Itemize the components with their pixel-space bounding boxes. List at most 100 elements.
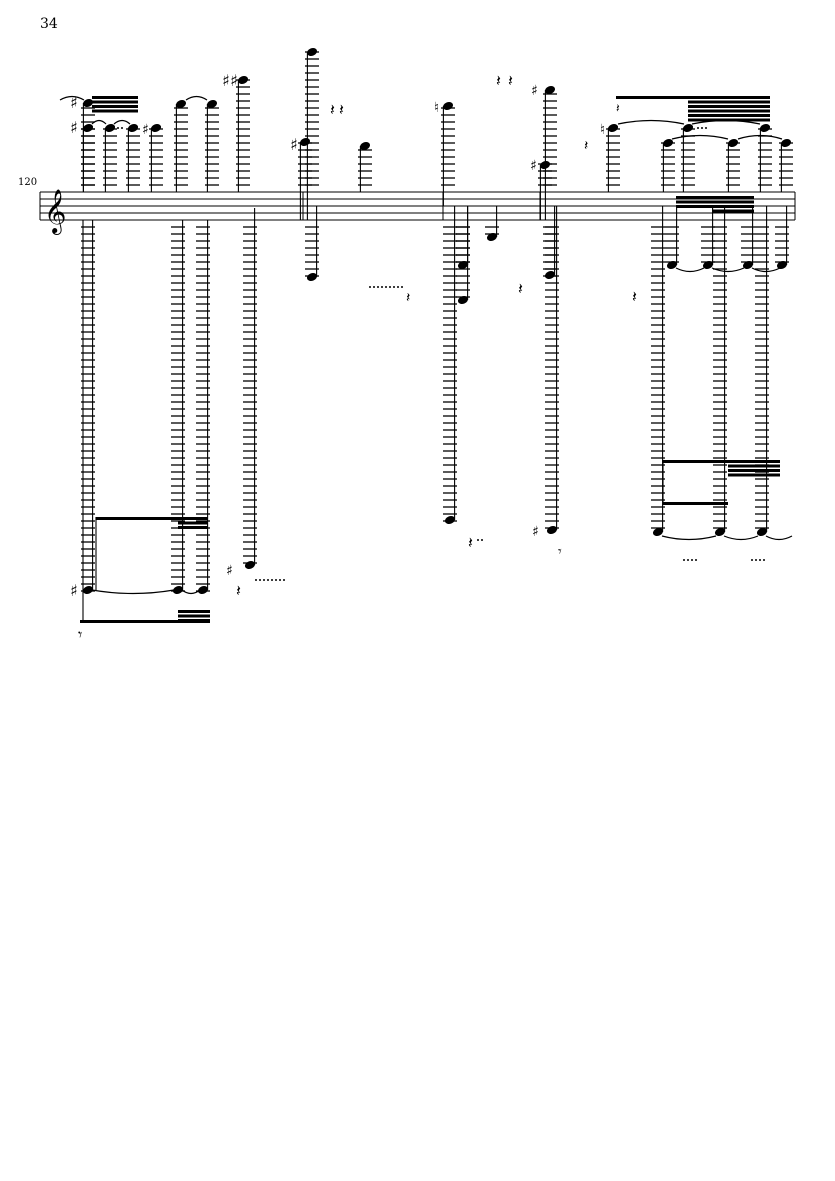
quarter-rest-icon: 𝄽 bbox=[468, 533, 473, 552]
tuplet-dot bbox=[385, 286, 387, 288]
sharp-icon: ♯ bbox=[230, 71, 238, 90]
sharp-icon: ♯ bbox=[70, 93, 78, 112]
tuplet-dot bbox=[267, 579, 269, 581]
tuplet-dot bbox=[697, 127, 699, 129]
notehead bbox=[682, 123, 694, 133]
beam bbox=[688, 105, 770, 108]
sharp-icon: ♯ bbox=[222, 71, 230, 90]
tuplet-dot bbox=[751, 559, 753, 561]
sharp-icon: ♯ bbox=[70, 581, 78, 600]
tie bbox=[91, 119, 107, 125]
notehead bbox=[82, 98, 94, 108]
beam bbox=[712, 200, 754, 204]
notehead bbox=[742, 260, 754, 270]
notehead bbox=[546, 525, 558, 535]
tie bbox=[617, 119, 685, 125]
notehead bbox=[104, 123, 116, 133]
sharp-icon: ♯ bbox=[290, 135, 298, 154]
tuplet-dot bbox=[389, 286, 391, 288]
tie bbox=[765, 535, 793, 541]
tuplet-dot bbox=[705, 127, 707, 129]
tuplet-dot bbox=[373, 286, 375, 288]
tuplet-dot bbox=[695, 559, 697, 561]
tie bbox=[181, 589, 201, 595]
sharp-icon: ♯ bbox=[532, 524, 539, 540]
sharp-icon: ♯ bbox=[226, 563, 233, 579]
beam bbox=[92, 105, 138, 108]
notehead bbox=[756, 527, 768, 537]
notehead bbox=[727, 138, 739, 148]
beam bbox=[92, 109, 138, 113]
beam bbox=[728, 469, 780, 472]
quarter-rest-icon: 𝄽 bbox=[339, 100, 344, 119]
eighth-rest-icon: 𝄾 bbox=[78, 625, 82, 644]
tuplet-dot bbox=[263, 579, 265, 581]
notehead bbox=[714, 527, 726, 537]
tuplet-dot bbox=[283, 579, 285, 581]
tuplet-dot bbox=[255, 579, 257, 581]
beam bbox=[728, 464, 780, 468]
beam bbox=[712, 205, 754, 208]
notehead bbox=[244, 560, 256, 570]
notehead bbox=[759, 123, 771, 133]
tuplet-dot bbox=[393, 286, 395, 288]
notehead bbox=[206, 99, 218, 109]
beam bbox=[178, 521, 208, 525]
noteheads bbox=[82, 47, 792, 595]
notehead bbox=[457, 295, 469, 305]
tie bbox=[671, 134, 729, 140]
tuplet-dot bbox=[271, 579, 273, 581]
beam bbox=[178, 517, 208, 520]
tuplet-dot bbox=[691, 559, 693, 561]
notehead bbox=[486, 232, 498, 242]
tuplet-dot bbox=[377, 286, 379, 288]
tie bbox=[691, 119, 761, 125]
notehead bbox=[666, 260, 678, 270]
notehead bbox=[306, 272, 318, 282]
tuplet-dot bbox=[763, 559, 765, 561]
beam bbox=[178, 610, 210, 613]
beam bbox=[178, 526, 208, 529]
notehead bbox=[444, 515, 456, 525]
ledger-lines bbox=[81, 51, 793, 592]
quarter-rest-icon: 𝄽 bbox=[518, 279, 523, 298]
beam bbox=[728, 473, 780, 477]
quarter-rest-icon: 𝄽 bbox=[584, 138, 588, 154]
beam bbox=[712, 209, 754, 213]
beam bbox=[728, 460, 780, 463]
notehead bbox=[82, 123, 94, 133]
beam bbox=[688, 96, 770, 99]
quarter-rest-icon: 𝄽 bbox=[508, 71, 513, 90]
accidentals-and-rests: ♯♯♯♯♯♯𝄾♯𝄽♯𝄽𝄽𝄽♮𝄽♯♯♯𝄽𝄽𝄽𝄾♮𝄽𝄽𝄽 bbox=[70, 71, 765, 644]
notehead bbox=[662, 138, 674, 148]
tuplet-dot bbox=[279, 579, 281, 581]
notehead bbox=[359, 141, 371, 151]
beam bbox=[688, 100, 770, 104]
beam bbox=[178, 619, 210, 622]
tuplet-dot bbox=[701, 127, 703, 129]
notehead bbox=[544, 270, 556, 280]
notehead bbox=[82, 585, 94, 595]
beam bbox=[92, 100, 138, 104]
notehead bbox=[780, 138, 792, 148]
sharp-icon: ♯ bbox=[530, 158, 537, 174]
notehead bbox=[172, 585, 184, 595]
tuplet-dot bbox=[481, 539, 483, 541]
tie bbox=[723, 535, 759, 541]
sharp-icon: ♯ bbox=[70, 118, 78, 137]
beam bbox=[80, 620, 210, 623]
tie bbox=[661, 535, 717, 541]
beam bbox=[96, 517, 178, 520]
notehead bbox=[175, 99, 187, 109]
beam bbox=[663, 502, 728, 505]
notehead bbox=[150, 123, 162, 133]
ties bbox=[59, 95, 793, 595]
beam bbox=[688, 109, 770, 113]
notehead bbox=[127, 123, 139, 133]
tuplet-dot bbox=[759, 559, 761, 561]
quarter-rest-icon: 𝄽 bbox=[330, 100, 335, 119]
tie bbox=[113, 119, 131, 125]
quarter-rest-icon: 𝄽 bbox=[496, 71, 501, 90]
